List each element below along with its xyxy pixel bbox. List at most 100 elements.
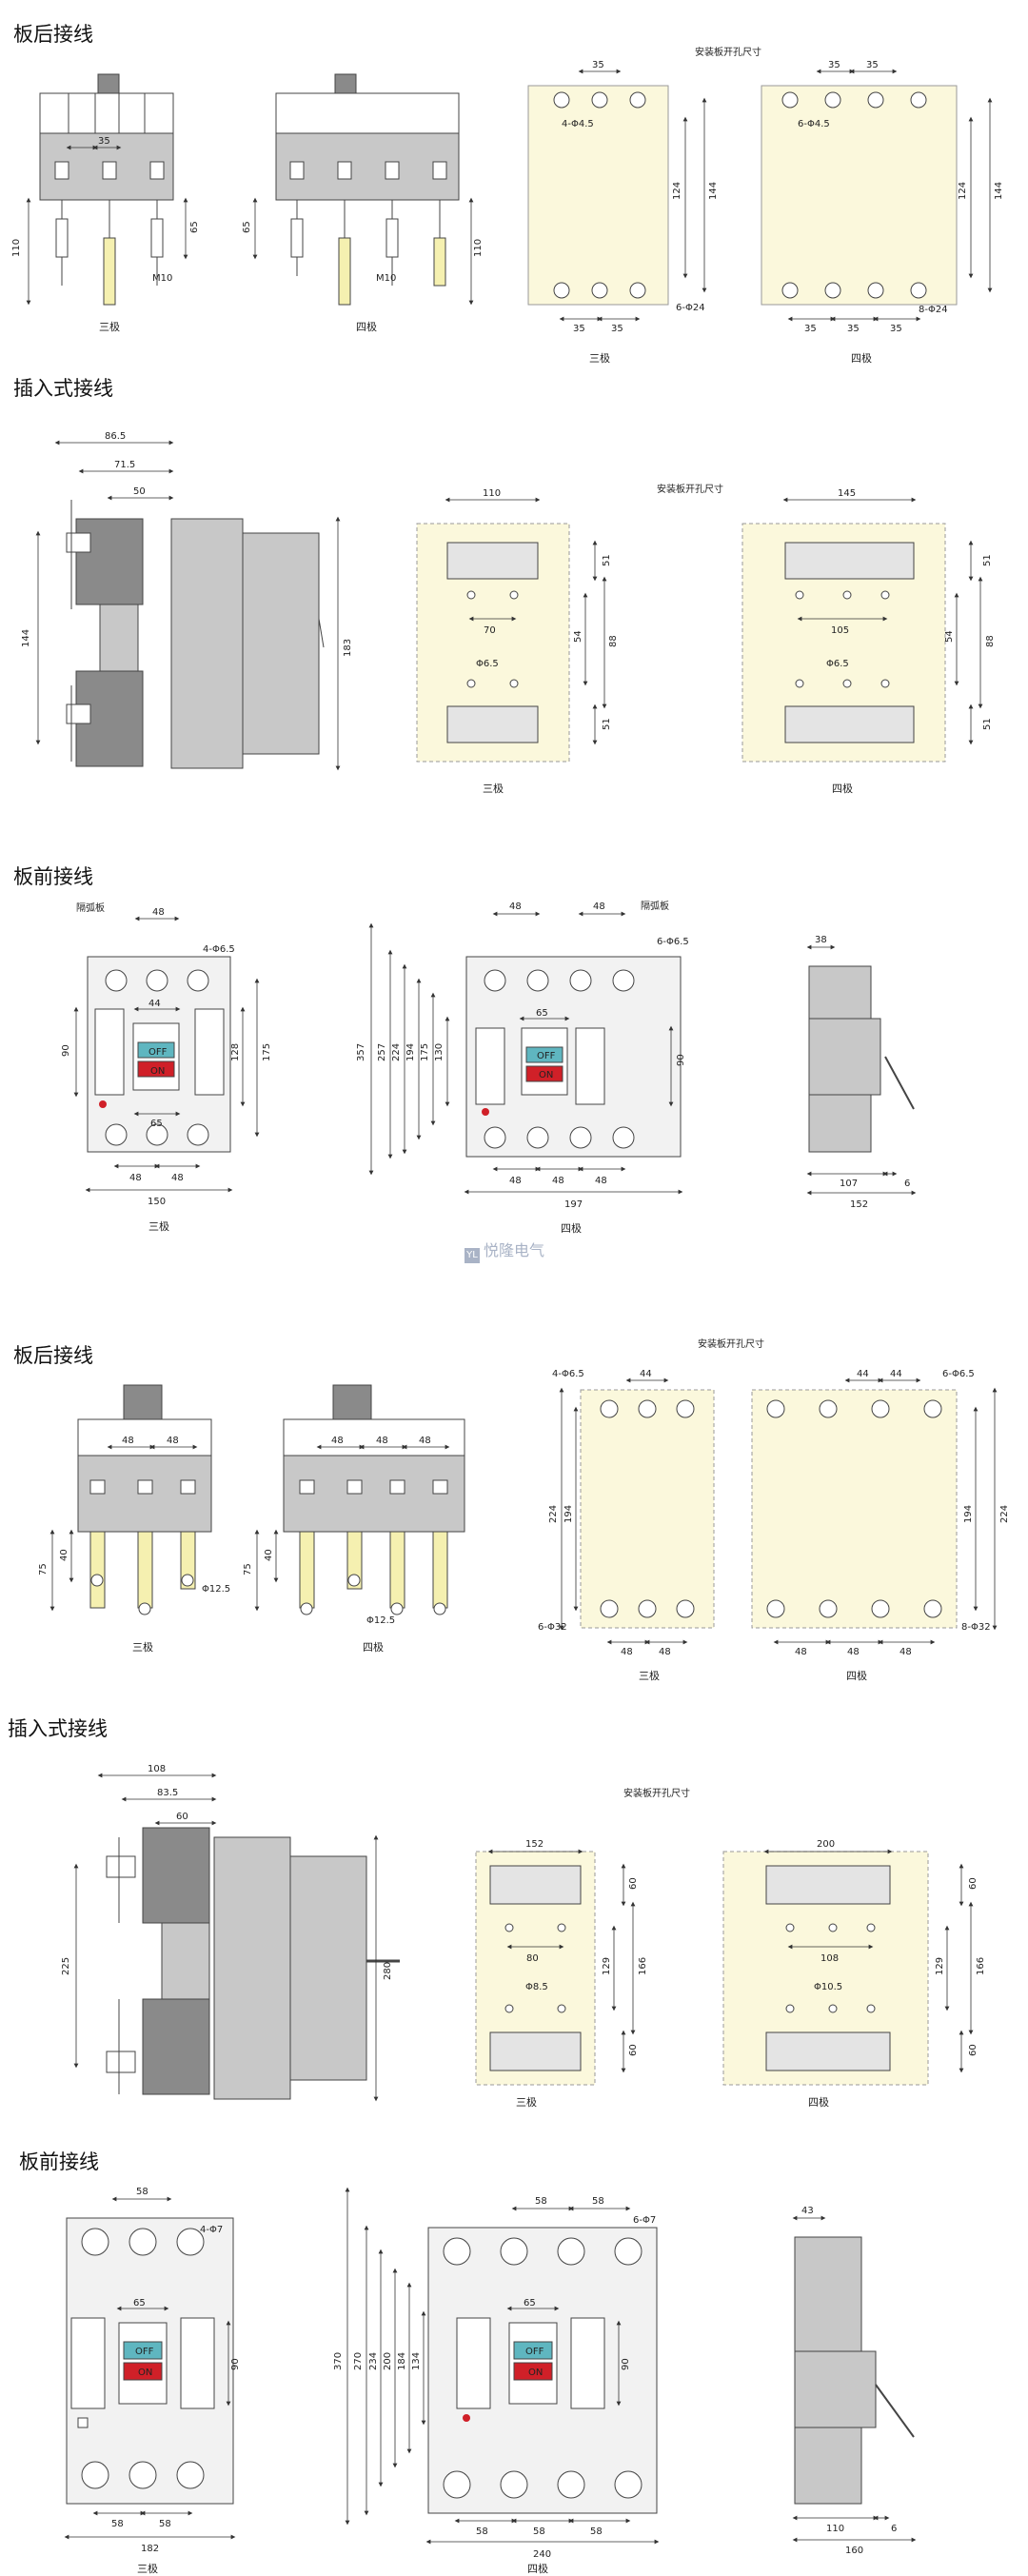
s6-off-b: OFF [525,2347,544,2357]
s3-6: 6 [904,1179,910,1189]
s2-panel-dims [445,497,983,745]
s6-184: 184 [397,2352,407,2370]
s3-152: 152 [850,1199,868,1210]
s1-panel-4p [761,85,958,306]
s4-48a: 48 [122,1436,134,1446]
s2-v51c: 51 [982,554,993,566]
s1-dim-110a: 110 [11,239,22,257]
s4-48h: 48 [795,1647,807,1657]
s6-caption-4p: 四极 [527,2563,548,2575]
s3-off-a: OFF [148,1047,168,1058]
s1-dim-35a: 35 [98,136,110,147]
s1-four-pole-view [275,73,460,306]
s5-hole-b: Φ10.5 [814,1982,842,1992]
s1-dim-110b: 110 [473,239,484,257]
s3-48e: 48 [593,902,605,912]
s4-194b: 194 [963,1505,974,1523]
s6-370: 370 [333,2352,344,2370]
s6-on-b: ON [528,2368,543,2378]
s3-128: 128 [230,1043,241,1061]
s1-panel-holes [553,91,927,299]
s1-b35a: 35 [573,324,585,334]
section-title-front-2: 板前接线 [19,2150,99,2173]
s2-d86: 86.5 [105,431,126,442]
s1-caption-3p: 三极 [99,321,120,333]
s1-v144a: 144 [708,182,719,200]
s3-130: 130 [434,1043,445,1061]
s3-65a: 65 [150,1119,163,1129]
s1-v124a: 124 [672,182,682,200]
s5-200: 200 [817,1839,835,1850]
s6-three-pole-front [66,2217,234,2505]
s5-166b: 166 [976,1957,986,1975]
s2-d183: 183 [343,639,353,657]
s4-panel-3p [580,1389,715,1629]
s6-caption-3p: 三极 [137,2563,158,2575]
s3-257: 257 [377,1043,387,1061]
s4-48g: 48 [659,1647,671,1657]
s4-hole6: 6-Φ6.5 [942,1369,975,1379]
s4-40b: 40 [264,1549,274,1561]
s1-panel-3p [527,85,669,306]
s3-four-pole-front [465,956,682,1158]
s6-182: 182 [141,2544,159,2554]
s2-v51d: 51 [982,718,993,730]
s3-48f: 48 [509,1176,522,1186]
s4-44c: 44 [890,1369,902,1379]
s3-48c: 48 [171,1173,184,1183]
s3-48b: 48 [129,1173,142,1183]
watermark-logo-icon: YL [465,1248,480,1263]
s2-caption-3p: 三极 [483,783,504,795]
s5-80: 80 [526,1953,539,1964]
s1-v124b: 124 [958,182,968,200]
s4-panel-caption-4p: 四极 [846,1670,867,1682]
s4-44a: 44 [640,1369,652,1379]
s1-b35d: 35 [847,324,860,334]
s3-224: 224 [391,1043,402,1061]
s6-58c: 58 [159,2519,171,2529]
s2-d144: 144 [21,629,31,647]
section-title-front-1: 板前接线 [13,865,93,888]
s1-v144b: 144 [994,182,1004,200]
s4-48d: 48 [376,1436,388,1446]
s3-107: 107 [840,1179,858,1189]
s1-dim-65b: 65 [242,221,252,233]
s4-224a: 224 [548,1505,559,1523]
section-title-rear-1: 板后接线 [13,23,93,46]
s5-caption-3p: 三极 [516,2096,537,2109]
s1-pdim-35c: 35 [866,60,879,70]
s6-58h: 58 [590,2526,603,2537]
s4-48e: 48 [419,1436,431,1446]
s5-60e: 60 [968,2044,979,2056]
s3-90b: 90 [676,1054,686,1066]
s4-48f: 48 [621,1647,633,1657]
s4-75b: 75 [243,1563,253,1575]
s3-48a: 48 [152,907,165,918]
s4-32b: 8-Φ32 [961,1622,991,1633]
s1-mount-title: 安装板开孔尺寸 [695,48,761,58]
s5-152: 152 [525,1839,544,1850]
s2-p105: 105 [831,625,849,636]
s2-d50: 50 [133,486,146,497]
s4-48c: 48 [331,1436,344,1446]
watermark-text: 悦隆电气 [484,1241,545,1259]
s1-hole-24a: 6-Φ24 [676,303,705,313]
s1-hole-4: 4-Φ4.5 [562,119,594,129]
s5-side-dims [73,1773,379,2102]
s2-caption-4p: 四极 [832,783,853,795]
s4-dims [49,1444,450,1612]
s5-panel-dims [487,1849,974,2073]
s5-83: 83.5 [157,1788,178,1798]
s6-160: 160 [845,2546,863,2556]
s3-48d: 48 [509,902,522,912]
s1-hole-6: 6-Φ4.5 [798,119,830,129]
s1-panel-dims [559,69,993,322]
s3-side [808,965,915,1153]
s4-panel-holes [600,1399,942,1618]
s1-dims [26,145,474,306]
s5-129a: 129 [602,1957,612,1975]
s3-90a: 90 [61,1044,71,1057]
s3-on-b: ON [539,1070,553,1080]
s3-on-a: ON [150,1066,165,1077]
s6-110: 110 [826,2524,844,2534]
